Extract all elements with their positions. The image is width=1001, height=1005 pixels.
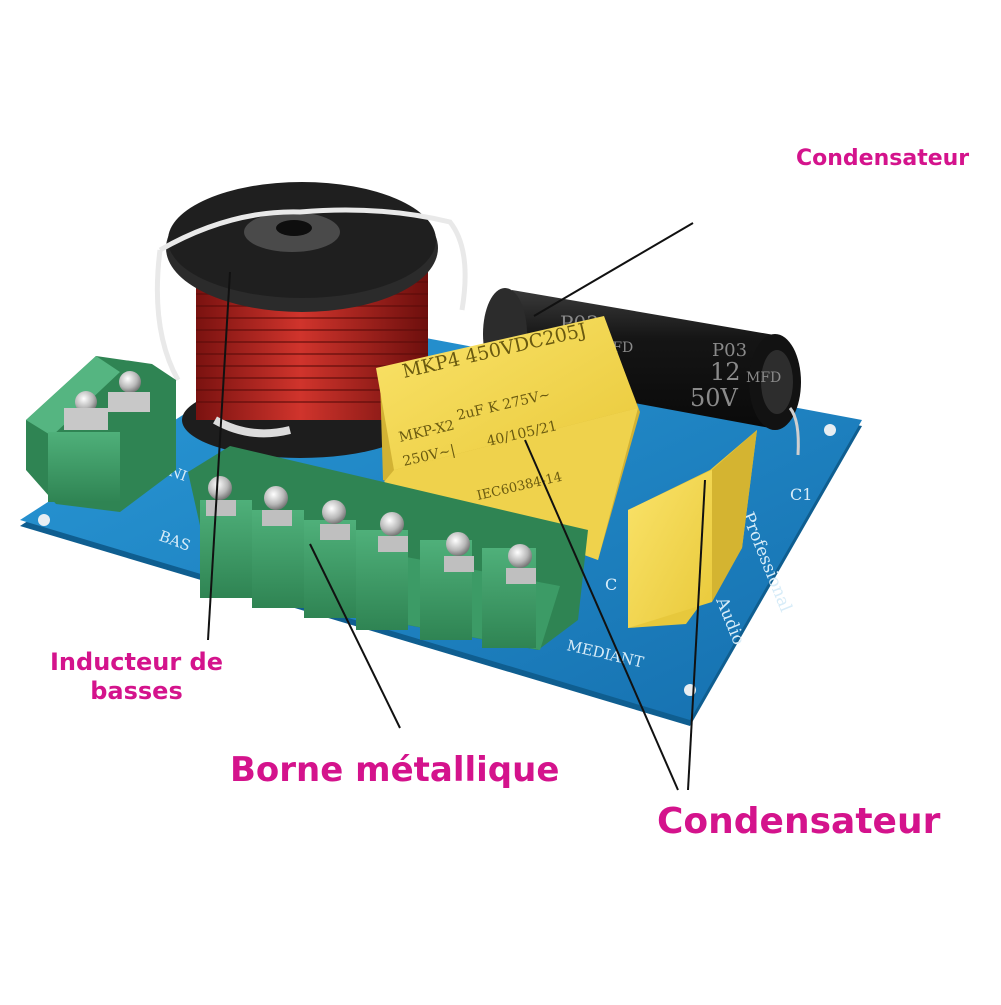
label-condensateur-top: Condensateur [796,146,970,171]
leader-condensateur-1 [524,439,679,791]
label-condensateur-bottom: Condensateur [657,801,941,842]
leader-lines [207,222,706,791]
label-inducteur-line2: basses [90,676,183,705]
label-inducteur-de-basses: Inducteur de basses [50,648,223,706]
inductor-coil-icon [154,182,468,458]
screw-terminal-icon [26,356,176,512]
small-film-capacitor-icon [628,430,757,628]
leader-inducteur [207,271,231,641]
black-cap-text-6: 12 [710,358,741,386]
leader-borne [309,543,401,729]
screw-terminal-row [188,446,588,650]
silk-c1: C1 [790,485,812,504]
black-cap-text-7: MFD [746,370,781,386]
black-cap-text-5: P03 [712,340,747,361]
label-inducteur-line1: Inducteur de [50,648,223,676]
film-capacitor-icon: MKP4 450VDC205J 2uF K 275V~ MKP-X2 250V~… [376,316,640,560]
leader-condensateur-2 [687,479,706,791]
leader-condensateur-top [533,222,694,317]
silk-c: C [605,575,617,594]
black-cap-text-4: 50V [690,384,739,412]
label-borne-metallique: Borne métallique [230,750,560,790]
